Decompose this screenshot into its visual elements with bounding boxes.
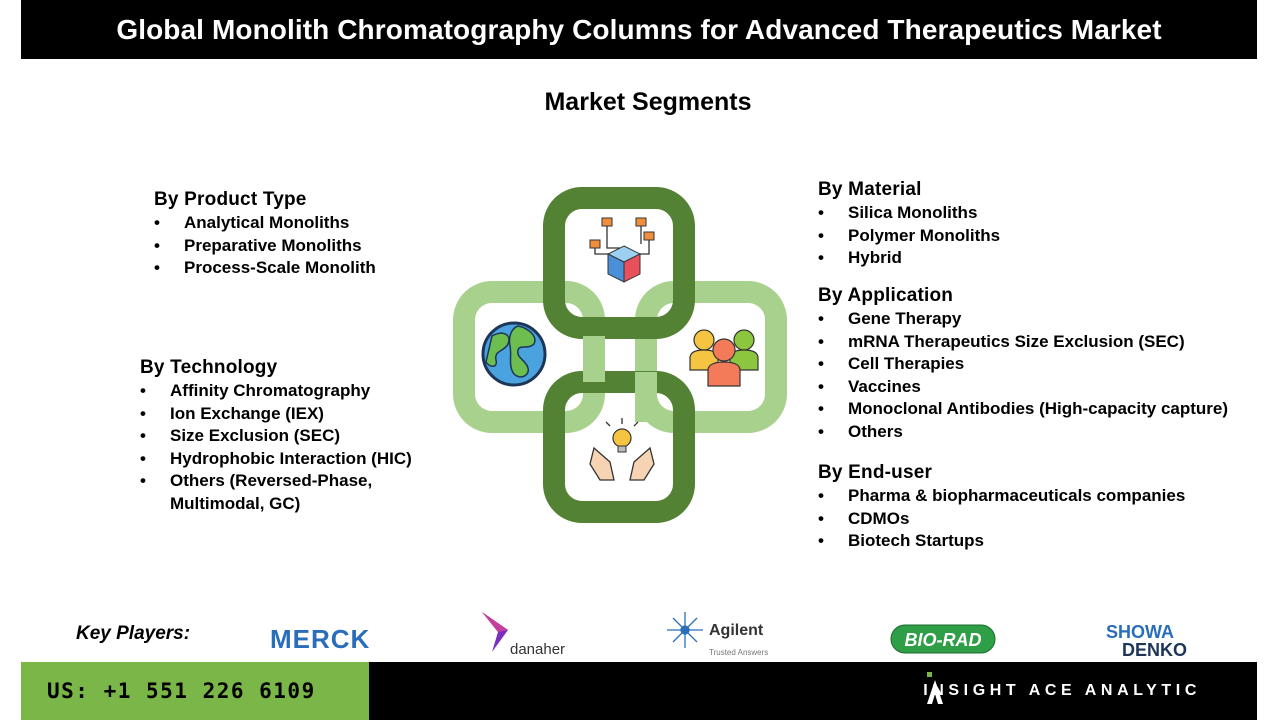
list-item: •Affinity Chromatography	[140, 380, 450, 403]
segment-title: By Application	[818, 285, 954, 306]
list-item: •Gene Therapy	[818, 308, 1228, 331]
insight-ace-logo-icon	[927, 672, 943, 704]
bullet: •	[818, 248, 824, 267]
list-item: •Others (Reversed-Phase, Multimodal, GC)	[140, 471, 373, 513]
segment-title: By End-user	[818, 462, 933, 483]
list-item: •Others	[818, 421, 1228, 444]
segment-product-type: By Product Type •Analytical Monoliths •P…	[154, 188, 376, 280]
agilent-tagline: Trusted Answers	[709, 648, 768, 657]
footer-contact: US: +1 551 226 6109	[21, 662, 369, 720]
bullet: •	[154, 235, 160, 255]
segment-list: •Affinity Chromatography •Ion Exchange (…	[140, 380, 450, 515]
segment-list: •Analytical Monoliths •Preparative Monol…	[154, 212, 376, 280]
list-item: •Analytical Monoliths	[154, 212, 376, 235]
bullet: •	[140, 426, 146, 445]
list-item: •Preparative Monoliths	[154, 235, 376, 258]
page-title: Global Monolith Chromatography Columns f…	[116, 13, 1162, 45]
bullet: •	[818, 225, 824, 245]
list-item: •Cell Therapies	[818, 353, 1228, 376]
segment-list: •Pharma & biopharmaceuticals companies •…	[818, 485, 1185, 553]
network-cube-icon	[589, 217, 655, 283]
list-item: •Hybrid	[818, 247, 1000, 270]
bullet: •	[818, 309, 824, 328]
segment-application: By Application •Gene Therapy •mRNA Thera…	[818, 284, 1228, 443]
danaher-logo-text: danaher	[510, 641, 565, 658]
biorad-logo: BIO-RAD	[890, 624, 996, 654]
segment-list: •Gene Therapy •mRNA Therapeutics Size Ex…	[818, 308, 1228, 443]
list-item: •Polymer Monoliths	[818, 225, 1000, 248]
segments-graphic	[453, 187, 787, 523]
bullet: •	[818, 203, 824, 222]
agilent-logo-text: Agilent	[709, 622, 764, 639]
bullet: •	[818, 331, 824, 351]
merck-logo-text: MERCK	[270, 624, 370, 654]
bullet: •	[140, 448, 146, 468]
merck-logo: MERCK	[270, 624, 370, 654]
bullet: •	[818, 376, 824, 396]
key-players-label: Key Players:	[76, 623, 191, 644]
bullet: •	[140, 471, 146, 490]
bullet: •	[818, 354, 824, 373]
list-item: •mRNA Therapeutics Size Exclusion (SEC)	[818, 331, 1228, 354]
list-item: •Hydrophobic Interaction (HIC)	[140, 448, 450, 471]
phone-number: US: +1 551 226 6109	[47, 679, 316, 703]
bullet: •	[140, 381, 146, 400]
list-item: •Vaccines	[818, 376, 1228, 399]
section-heading: Market Segments	[544, 88, 752, 116]
segment-material: By Material •Silica Monoliths •Polymer M…	[818, 178, 1000, 270]
frame-top	[543, 187, 695, 339]
frame-bottom	[543, 371, 695, 523]
bullet: •	[154, 213, 160, 232]
list-item: •Biotech Startups	[818, 530, 1185, 553]
biorad-logo-text: BIO-RAD	[905, 630, 982, 650]
showa-denko-logo: SHOWA DENKO	[1106, 622, 1187, 660]
title-bar: Global Monolith Chromatography Columns f…	[21, 0, 1257, 59]
segment-title: By Technology	[140, 357, 278, 378]
segment-end-user: By End-user •Pharma & biopharmaceuticals…	[818, 461, 1185, 553]
hands-lightbulb-icon	[589, 418, 655, 481]
list-item: •Ion Exchange (IEX)	[140, 403, 450, 426]
list-item: •Size Exclusion (SEC)	[140, 425, 450, 448]
showa-logo-bottom: DENKO	[1122, 640, 1187, 660]
bullet: •	[818, 531, 824, 550]
segment-list: •Silica Monoliths •Polymer Monoliths •Hy…	[818, 202, 1000, 270]
footer-brand-bar: INSIGHT ACE ANALYTIC	[369, 662, 1257, 720]
bullet: •	[818, 421, 824, 441]
agilent-logo: Agilent Trusted Answers	[667, 612, 768, 657]
globe-icon	[481, 321, 547, 387]
bullet: •	[818, 486, 824, 505]
people-group-icon	[689, 329, 759, 387]
list-item: •Silica Monoliths	[818, 202, 1000, 225]
segment-title: By Material	[818, 179, 922, 200]
brand-name: INSIGHT ACE ANALYTIC	[923, 682, 1201, 699]
bullet: •	[818, 508, 824, 528]
bullet: •	[154, 258, 160, 277]
list-item: •Pharma & biopharmaceuticals companies	[818, 485, 1185, 508]
list-item: •CDMOs	[818, 508, 1185, 531]
bullet: •	[140, 403, 146, 423]
list-item: •Process-Scale Monolith	[154, 257, 376, 280]
danaher-logo: danaher	[482, 612, 565, 658]
segment-title: By Product Type	[154, 189, 307, 210]
segment-technology: By Technology •Affinity Chromatography •…	[140, 356, 450, 515]
list-item: •Monoclonal Antibodies (High-capacity ca…	[818, 398, 1228, 421]
bullet: •	[818, 399, 824, 418]
frame-right	[635, 281, 787, 433]
showa-logo-top: SHOWA	[1106, 622, 1174, 642]
